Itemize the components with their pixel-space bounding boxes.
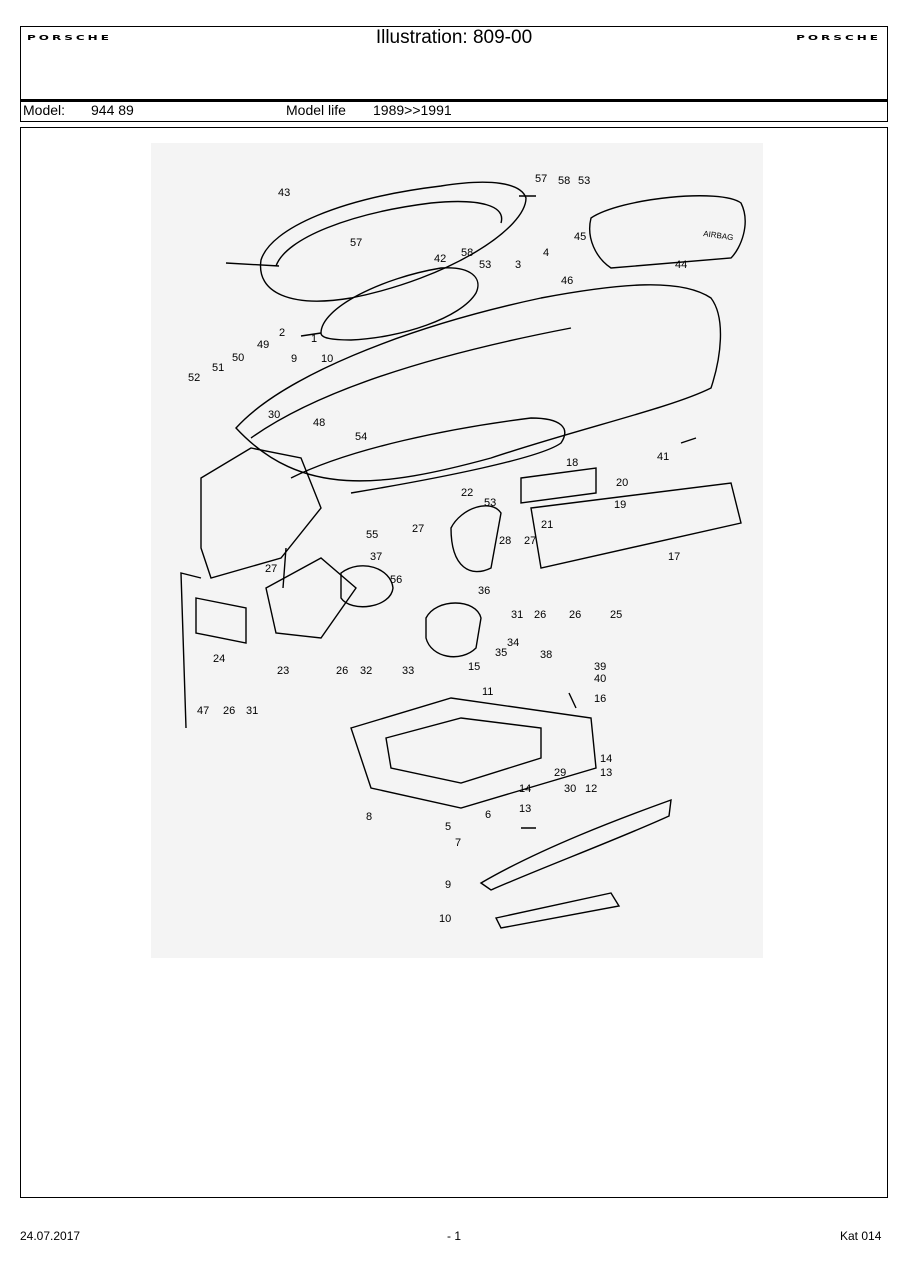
callout-58: 58 <box>558 175 570 187</box>
footer-date: 24.07.2017 <box>20 1229 81 1243</box>
callout-8: 8 <box>366 811 372 823</box>
callout-34: 34 <box>507 637 519 649</box>
callout-22: 22 <box>461 487 473 499</box>
callout-50: 50 <box>232 352 244 364</box>
callout-18: 18 <box>566 457 578 469</box>
callout-14: 14 <box>600 753 612 765</box>
header-separator <box>21 99 887 102</box>
model-label: Model: <box>23 102 66 118</box>
callout-26: 26 <box>223 705 235 717</box>
callout-24: 24 <box>213 653 225 665</box>
callout-26: 26 <box>336 665 348 677</box>
callout-39: 39 <box>594 661 606 673</box>
callout-53: 53 <box>484 497 496 509</box>
callout-44: 44 <box>675 259 687 271</box>
callout-45: 45 <box>574 231 586 243</box>
callout-9: 9 <box>445 879 451 891</box>
callout-9: 9 <box>291 353 297 365</box>
callout-25: 25 <box>610 609 622 621</box>
callout-53: 53 <box>578 175 590 187</box>
callout-41: 41 <box>657 451 669 463</box>
callout-27: 27 <box>265 563 277 575</box>
callout-49: 49 <box>257 339 269 351</box>
callout-31: 31 <box>246 705 258 717</box>
callout-36: 36 <box>478 585 490 597</box>
callout-29: 29 <box>554 767 566 779</box>
callout-13: 13 <box>519 803 531 815</box>
callout-23: 23 <box>277 665 289 677</box>
callout-30: 30 <box>564 783 576 795</box>
callout-26: 26 <box>534 609 546 621</box>
callout-54: 54 <box>355 431 367 443</box>
callout-51: 51 <box>212 362 224 374</box>
model-value: 944 89 <box>91 102 134 118</box>
airbag-text: AIRBAG <box>703 229 734 242</box>
porsche-logo-right: PORSCHE <box>796 34 881 42</box>
callout-37: 37 <box>370 551 382 563</box>
diagram-background <box>151 143 763 958</box>
callout-58: 58 <box>461 247 473 259</box>
callout-57: 57 <box>350 237 362 249</box>
callout-56: 56 <box>390 574 402 586</box>
model-row: Model: 944 89 Model life 1989>>1991 <box>21 102 887 120</box>
callout-48: 48 <box>313 417 325 429</box>
footer-catalog: Kat 014 <box>840 1229 882 1243</box>
callout-2: 2 <box>279 327 285 339</box>
callout-38: 38 <box>540 649 552 661</box>
callout-17: 17 <box>668 551 680 563</box>
callout-11: 11 <box>482 686 493 698</box>
diagram-linework <box>180 181 746 929</box>
callout-55: 55 <box>366 529 378 541</box>
callout-20: 20 <box>616 477 628 489</box>
illustration-title: Illustration: 809-00 <box>375 27 533 48</box>
callout-12: 12 <box>585 783 597 795</box>
header-box: PORSCHE Illustration: 809-00 PORSCHE Mod… <box>20 26 888 122</box>
callout-3: 3 <box>515 259 521 271</box>
callout-15: 15 <box>468 661 480 673</box>
callout-7: 7 <box>455 837 461 849</box>
callout-33: 33 <box>402 665 414 677</box>
callout-28: 28 <box>499 535 511 547</box>
callout-46: 46 <box>561 275 573 287</box>
callout-53: 53 <box>479 259 491 271</box>
callout-31: 31 <box>511 609 523 621</box>
callout-57: 57 <box>535 173 547 185</box>
callout-16: 16 <box>594 693 606 705</box>
callout-26: 26 <box>569 609 581 621</box>
callout-35: 35 <box>495 647 507 659</box>
callout-52: 52 <box>188 372 200 384</box>
callout-27: 27 <box>524 535 536 547</box>
footer-page: - 1 <box>447 1229 462 1243</box>
callout-32: 32 <box>360 665 372 677</box>
model-life-value: 1989>>1991 <box>373 102 452 118</box>
callout-27: 27 <box>412 523 424 535</box>
callout-6: 6 <box>485 809 491 821</box>
callout-43: 43 <box>278 187 290 199</box>
callout-30: 30 <box>268 409 280 421</box>
callout-5: 5 <box>445 821 451 833</box>
callout-13: 13 <box>600 767 612 779</box>
model-life-label: Model life <box>286 102 346 118</box>
callout-10: 10 <box>321 353 333 365</box>
callout-10: 10 <box>439 913 451 925</box>
callout-4: 4 <box>543 247 549 259</box>
callout-19: 19 <box>614 499 626 511</box>
callout-14: 14 <box>519 783 531 795</box>
callout-40: 40 <box>594 673 606 685</box>
callout-1: 1 <box>311 333 317 345</box>
callout-42: 42 <box>434 253 446 265</box>
callout-21: 21 <box>541 519 553 531</box>
callout-47: 47 <box>197 705 209 717</box>
porsche-logo-left: PORSCHE <box>27 34 112 42</box>
